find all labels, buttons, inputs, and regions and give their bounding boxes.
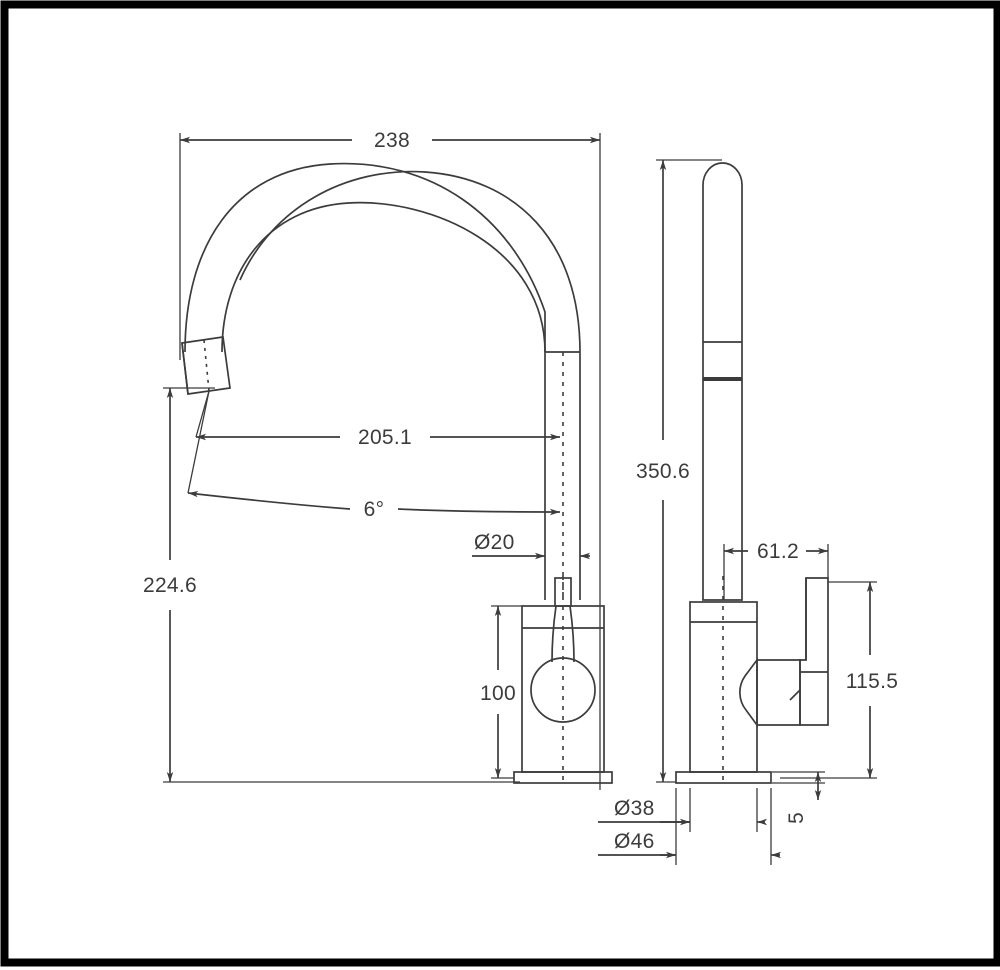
- dim-base-flange-diameter: [598, 788, 781, 865]
- dim-overall-height: [656, 159, 722, 783]
- dim-label-base-thickness: 5: [785, 812, 808, 824]
- dim-label-overall-reach: 238: [374, 129, 410, 152]
- dim-label-outlet-height: 224.6: [143, 574, 197, 597]
- dim-label-handle-offset: 61.2: [757, 540, 799, 563]
- dim-label-base-body-diameter: Ø38: [614, 797, 655, 820]
- dim-overall-reach: [179, 133, 601, 790]
- lever-handle: [739, 577, 829, 728]
- dim-label-tube-diameter: Ø20: [474, 531, 515, 554]
- spout-inner-arc: [221, 201, 546, 353]
- dim-base-body-diameter: [598, 788, 767, 832]
- side-base-flange: [675, 771, 772, 784]
- dim-label-spout-angle: 6°: [364, 498, 385, 521]
- dim-label-base-flange-diameter: Ø46: [614, 830, 655, 853]
- dim-base-thickness: [772, 771, 825, 800]
- spout-outer-right-wall: [239, 170, 581, 353]
- dim-label-spout-reach: 205.1: [358, 426, 412, 449]
- dim-spout-angle: [187, 390, 561, 516]
- lever-stem: [551, 605, 575, 663]
- dim-handle-height: [780, 581, 877, 779]
- spout-outer-arc: [184, 162, 546, 353]
- dim-label-body-height: 100: [480, 682, 516, 705]
- dim-handle-offset: [723, 544, 829, 600]
- aerator-centerline: [203, 339, 210, 392]
- side-swivel-band: [703, 377, 742, 381]
- dim-label-overall-height: 350.6: [636, 460, 690, 483]
- spout-aerator: [181, 336, 231, 395]
- dim-outlet-height: [163, 387, 520, 783]
- dim-body-height: [491, 605, 522, 779]
- dim-label-handle-height: 115.5: [846, 670, 899, 693]
